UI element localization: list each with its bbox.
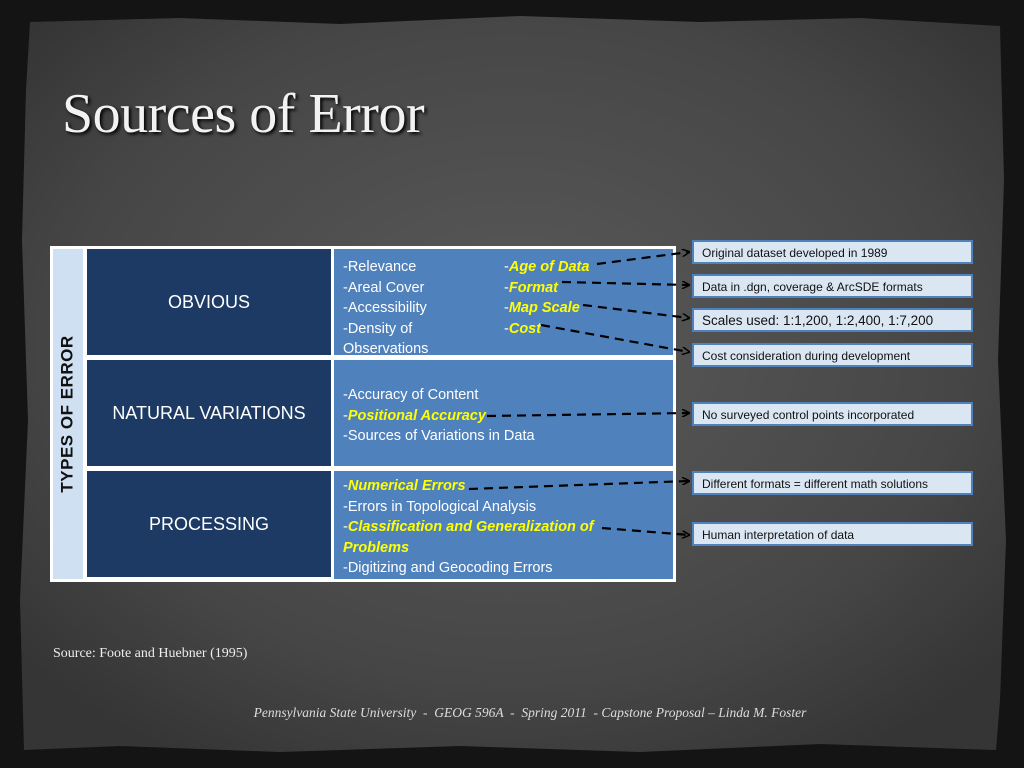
category-processing: PROCESSING	[87, 471, 331, 577]
types-of-error-bar: TYPES OF ERROR	[53, 249, 83, 579]
highlight-positional-accuracy: Positional Accuracy	[347, 407, 486, 424]
note-human-interpretation: Human interpretation of data	[692, 522, 973, 546]
note-original-dataset: Original dataset developed in 1989	[692, 240, 973, 264]
note-different-formats: Different formats = different math solut…	[692, 471, 973, 495]
note-scales-used: Scales used: 1:1,200, 1:2,400, 1:7,200	[692, 308, 973, 332]
category-natural-variations: NATURAL VARIATIONS	[87, 360, 331, 466]
highlight-cost: Cost	[508, 320, 542, 337]
highlight-numerical-errors: Numerical Errors	[347, 478, 466, 494]
slide-title: Sources of Error	[62, 83, 425, 145]
detail-line: -Accuracy of Content	[343, 387, 479, 403]
detail-line: -Sources of Variations in Data	[343, 428, 535, 444]
slide-footer: Pennsylvania State University - GEOG 596…	[253, 705, 807, 720]
detail-line: -Areal Cover	[343, 279, 425, 296]
details-obvious: -Relevance -Areal Cover -Accessibility -…	[334, 249, 673, 357]
category-obvious: OBVIOUS	[87, 249, 331, 355]
error-matrix: TYPES OF ERROR OBVIOUS -Relevance -Areal…	[50, 246, 676, 582]
source-citation: Source: Foote and Huebner (1995)	[53, 646, 248, 661]
detail-line: -Positional Accuracy	[343, 407, 486, 424]
detail-line: Observations	[343, 341, 429, 357]
details-processing: -Numerical Errors -Errors in Topological…	[334, 471, 673, 579]
highlight-age-of-data: Age of Data	[508, 259, 590, 275]
note-cost-consideration: Cost consideration during development	[692, 343, 973, 367]
note-control-points: No surveyed control points incorporated	[692, 402, 973, 426]
highlight-map-scale: Map Scale	[508, 300, 580, 316]
highlight-classification: Classification and Generalization of	[347, 519, 594, 535]
detail-line: -Errors in Topological Analysis	[343, 498, 537, 515]
detail-line: -Classification and Generalization of	[343, 519, 594, 535]
obvious-highlight-column: -Age of Data -Format -Map Scale -Cost	[504, 259, 590, 337]
detail-line: -Density of	[343, 320, 413, 337]
side-label: TYPES OF ERROR	[58, 335, 77, 493]
detail-line: -Relevance	[343, 259, 417, 275]
highlight-format: Format	[508, 279, 558, 296]
detail-line: -Accessibility	[343, 300, 427, 316]
detail-line: -Numerical Errors	[343, 478, 466, 494]
note-data-formats: Data in .dgn, coverage & ArcSDE formats	[692, 274, 973, 298]
detail-line: -Digitizing and Geocoding Errors	[343, 560, 553, 576]
detail-line: Problems	[343, 539, 410, 556]
details-natural-variations: -Accuracy of Content -Positional Accurac…	[334, 360, 673, 466]
